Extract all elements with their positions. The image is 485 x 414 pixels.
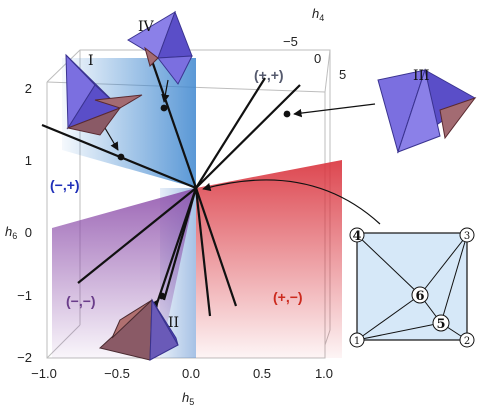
h6-tick: 2 bbox=[25, 81, 32, 96]
h5-tick: 1.0 bbox=[315, 366, 333, 381]
h5-axis: −1.0 −0.5 0.0 0.5 1.0 h5 bbox=[31, 366, 333, 407]
h6-axis: 2 1 0 −1 −2 h6 bbox=[5, 81, 32, 365]
graph-node-1: 1 bbox=[354, 336, 360, 347]
quadrant-pm-label: (+,−) bbox=[273, 289, 303, 305]
marker-iv: IV bbox=[138, 19, 155, 35]
point-iii bbox=[283, 110, 291, 118]
quadrant-mm-label: (−,−) bbox=[66, 293, 96, 309]
marker-i: I bbox=[88, 53, 94, 69]
point-i bbox=[117, 153, 125, 161]
h6-tick: 0 bbox=[25, 225, 32, 240]
polyhedron-ii bbox=[98, 298, 179, 361]
marker-ii: II bbox=[168, 315, 179, 331]
h5-tick: 0.5 bbox=[253, 366, 271, 381]
h5-tick: −0.5 bbox=[104, 366, 130, 381]
inset-graph: 4 3 1 2 6 5 bbox=[349, 227, 475, 348]
marker-iii: III bbox=[413, 68, 430, 84]
graph-node-4: 4 bbox=[352, 229, 361, 244]
polyhedron-iii bbox=[377, 68, 477, 154]
h6-tick: −1 bbox=[17, 288, 32, 303]
polyhedron-i bbox=[65, 53, 143, 136]
h6-tick: 1 bbox=[25, 153, 32, 168]
point-ii bbox=[158, 292, 166, 300]
inset-graph-box bbox=[356, 232, 468, 341]
quadrant-pp-label: (+,+) bbox=[254, 67, 284, 83]
h4-axis: −5 0 5 h4 bbox=[283, 6, 346, 82]
graph-node-2: 2 bbox=[464, 336, 470, 347]
polyhedron-iv bbox=[127, 10, 193, 85]
point-iv bbox=[160, 104, 168, 112]
h6-axis-label: h6 bbox=[5, 224, 17, 241]
graph-node-5: 5 bbox=[436, 317, 445, 332]
h5-tick: −1.0 bbox=[31, 366, 57, 381]
h4-tick: 0 bbox=[314, 51, 321, 66]
h4-tick: −5 bbox=[283, 34, 298, 49]
h5-tick: 0.0 bbox=[182, 366, 200, 381]
inset-graph-edges bbox=[356, 234, 468, 341]
inset-graph-nodes: 4 3 1 2 6 5 bbox=[349, 227, 475, 348]
h4-axis-label: h4 bbox=[312, 6, 324, 23]
h5-axis-label: h5 bbox=[182, 390, 194, 407]
region-red bbox=[196, 160, 342, 358]
h6-tick: −2 bbox=[17, 350, 32, 365]
graph-node-6: 6 bbox=[415, 289, 424, 304]
graph-node-3: 3 bbox=[464, 231, 470, 242]
quadrant-mp-label: (−,+) bbox=[50, 177, 80, 193]
h4-tick: 5 bbox=[339, 67, 346, 82]
